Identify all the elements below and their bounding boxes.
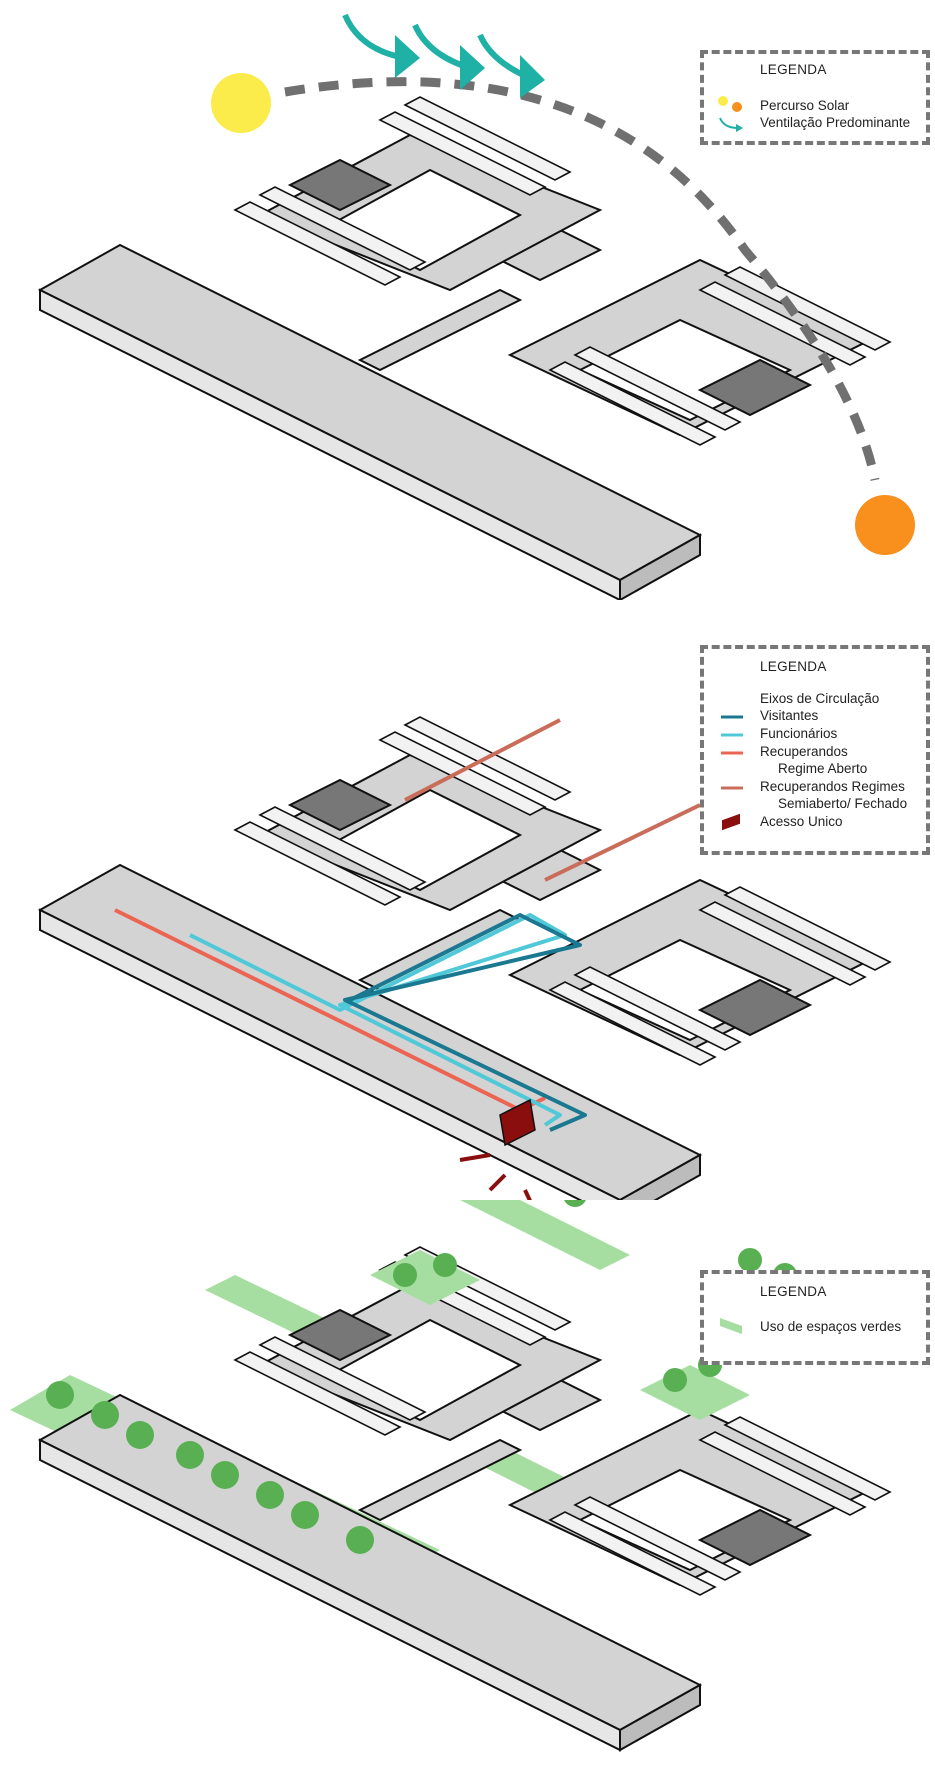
wind-arrow-icon	[718, 116, 744, 132]
circulation-panel: LEGENDA Eixos de Circulação Visitantes F…	[0, 600, 935, 1200]
legend-item-visitantes: Visitantes	[760, 708, 818, 724]
legend-title: LEGENDA	[760, 1284, 827, 1299]
legend-item-wind: Ventilação Predominante	[760, 115, 910, 131]
building-block	[40, 97, 890, 600]
wind-arrows	[345, 15, 530, 78]
legend-item-regime-aberto: Regime Aberto	[778, 761, 867, 777]
legend-item-semiaberto: Semiaberto/ Fechado	[778, 796, 907, 812]
legend-item-funcionarios: Funcionários	[760, 726, 837, 742]
grass-swatch-icon	[720, 1318, 742, 1334]
arrow-recuperandos-icon	[718, 748, 746, 758]
solar-panel: LEGENDA Percurso Solar Ventilação Predom…	[0, 0, 935, 600]
grass-strip-ne	[440, 1200, 630, 1270]
arrow-regimes-icon	[718, 783, 746, 793]
solar-legend: LEGENDA Percurso Solar Ventilação Predom…	[700, 50, 930, 145]
legend-item-recuperandos: Recuperandos	[760, 744, 848, 760]
green-legend: LEGENDA Uso de espaços verdes	[700, 1270, 930, 1365]
arrow-visitantes-icon	[718, 712, 746, 722]
sun-end-small-icon	[732, 102, 742, 112]
legend-item-regimes: Recuperandos Regimes	[760, 779, 905, 795]
acesso-unico-icon	[722, 814, 740, 831]
legend-heading: Eixos de Circulação	[760, 691, 879, 707]
circulation-legend: LEGENDA Eixos de Circulação Visitantes F…	[700, 645, 930, 855]
legend-item-sun-path: Percurso Solar	[760, 98, 849, 114]
legend-item-green: Uso de espaços verdes	[760, 1319, 901, 1335]
green-panel: LEGENDA Uso de espaços verdes	[0, 1200, 935, 1787]
sun-end-icon	[855, 495, 915, 555]
arrow-funcionarios-icon	[718, 730, 746, 740]
legend-item-acesso: Acesso Unico	[760, 814, 843, 830]
sun-path-icon	[718, 96, 728, 106]
legend-title: LEGENDA	[760, 62, 827, 77]
legend-title: LEGENDA	[760, 659, 827, 674]
sun-start-icon	[211, 73, 271, 133]
